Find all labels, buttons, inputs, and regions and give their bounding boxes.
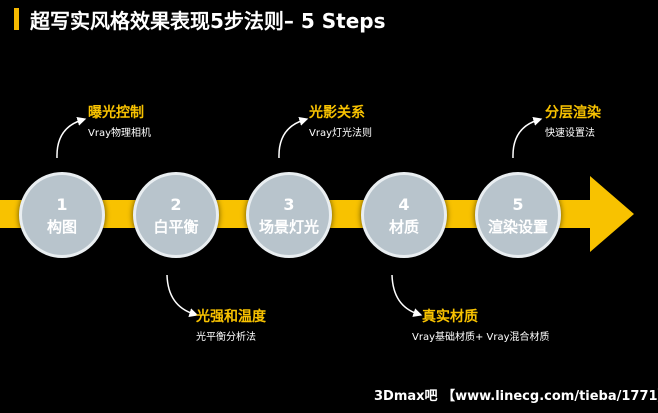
step-2-circle: 2 白平衡 [133,172,219,258]
annotation-heading: 真实材质 [422,309,478,325]
step-label: 构图 [46,218,77,236]
curve-step2-bottom [166,274,199,317]
annotation-heading: 分层渲染 [545,105,601,121]
step-3-circle: 3 场景灯光 [246,172,332,258]
curve-step1-top [56,117,87,159]
step-label: 场景灯光 [258,218,319,236]
annotation-heading: 光强和温度 [196,309,266,325]
step-1-circle: 1 构图 [19,172,105,258]
slide-title: 超写实风格效果表现5步法则– 5 Steps [30,9,386,33]
annotation-heading: 光影关系 [309,105,365,121]
curve-step5-top [512,117,543,159]
annotation-subtext: 光平衡分析法 [196,332,256,343]
step-number: 1 [56,195,68,214]
annotation-heading: 曝光控制 [88,105,144,121]
step-number: 2 [170,195,182,214]
step-label: 渲染设置 [487,218,548,236]
annotation-intensity-temperature: 光强和温度 光平衡分析法 [196,306,266,343]
step-label: 材质 [388,218,419,236]
annotation-subtext: Vray物理相机 [88,128,151,139]
annotation-light-shadow: 光影关系 Vray灯光法则 [309,102,372,139]
curve-step4-bottom [391,274,423,317]
annotation-exposure: 曝光控制 Vray物理相机 [88,102,151,139]
step-number: 3 [283,195,295,214]
curve-step3-top [278,117,309,159]
annotation-subtext: Vray基础材质+ Vray混合材质 [412,332,550,343]
step-4-circle: 4 材质 [361,172,447,258]
step-label: 白平衡 [153,218,199,236]
step-number: 4 [398,195,410,214]
title-accent-bar [14,8,19,30]
process-arrowhead [590,176,634,252]
step-number: 5 [512,195,524,214]
footer-source: 3Dmax吧 【www.linecg.com/tieba/1771】 [374,389,658,404]
annotation-real-material: 真实材质 Vray基础材质+ Vray混合材质 [412,306,550,343]
annotation-subtext: 快速设置法 [545,128,595,139]
annotation-layered-render: 分层渲染 快速设置法 [545,102,601,139]
step-5-circle: 5 渲染设置 [475,172,561,258]
annotation-subtext: Vray灯光法则 [309,128,372,139]
corner-watermark [630,396,656,412]
